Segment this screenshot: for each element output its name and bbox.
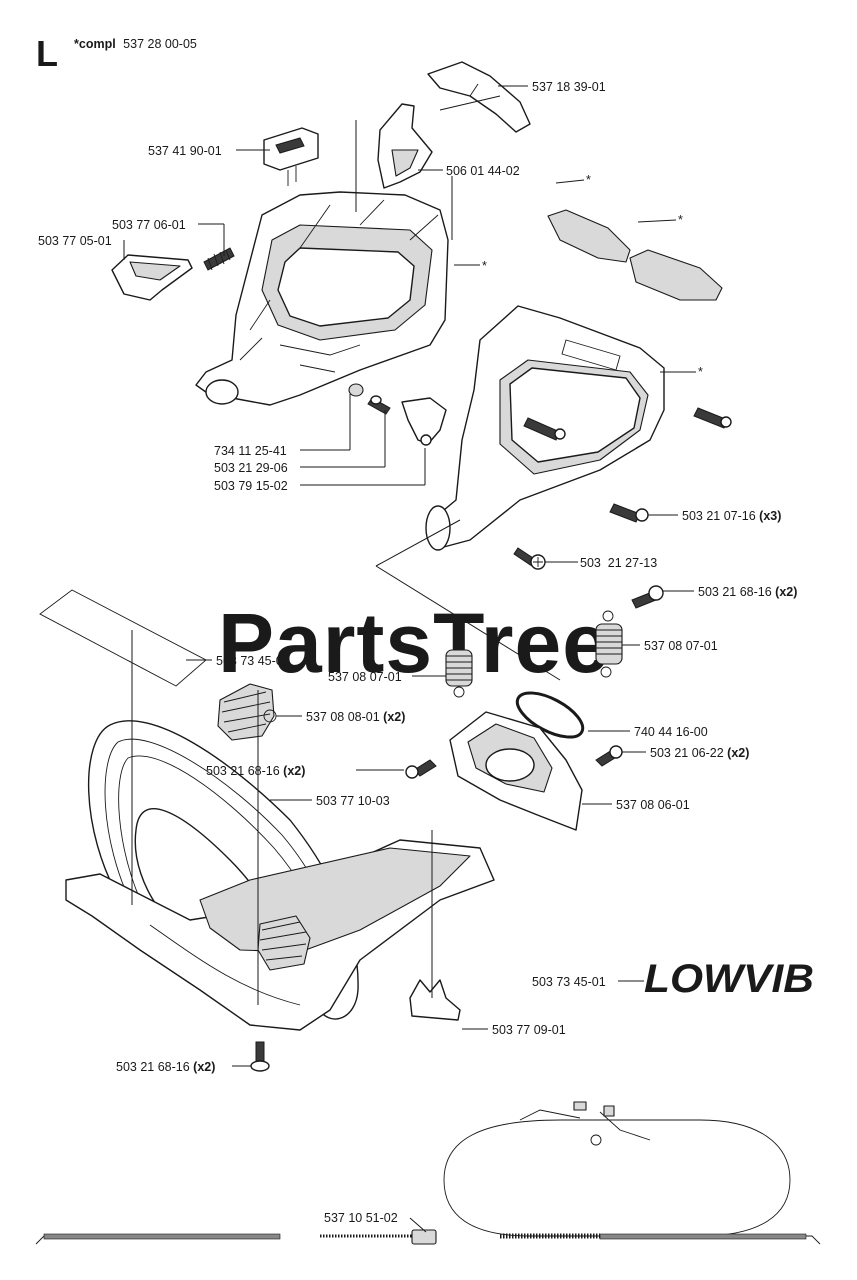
o-ring-740-44-16-00 — [515, 691, 585, 739]
screw-housing-left — [523, 417, 566, 441]
wire-harness-537-10-51-02 — [35, 1101, 821, 1245]
switch-part — [263, 127, 319, 186]
label-503-21-29-06: 503 21 29-06 — [214, 461, 288, 475]
screw-503-21-68-16-bottom — [250, 1041, 270, 1072]
label-503-21-06-22: 503 21 06-22 (x2) — [650, 746, 749, 760]
bracket-503-79-15-02 — [401, 397, 447, 446]
part-labels: 537 18 39-01 537 41 90-01 506 01 44-02 5… — [38, 80, 797, 1225]
watermark: PartsTree — [218, 596, 610, 690]
screw-503-21-68-16-top — [631, 585, 664, 609]
grip-cover-upper — [547, 209, 631, 263]
label-506-01-44-02: 506 01 44-02 — [446, 164, 520, 178]
spring-537-08-07-01-right — [595, 610, 623, 678]
trigger-part — [377, 103, 433, 189]
label-537-08-06-01: 537 08 06-01 — [616, 798, 690, 812]
label-503-77-06-01: 503 77 06-01 — [112, 218, 186, 232]
grip-cover-lower — [629, 249, 723, 301]
compl-prefix: *compl — [74, 37, 116, 51]
label-503-21-68-16-top: 503 21 68-16 (x2) — [698, 585, 797, 599]
screw-503-21-06-22 — [595, 745, 623, 767]
spring-part — [203, 247, 235, 271]
washer-734-11-25-41 — [348, 383, 364, 397]
asterisk-grip-lower: * — [678, 213, 683, 227]
hook-503-77-09-01 — [409, 979, 461, 1021]
svg-text:LOWVIB: LOWVIB — [644, 957, 814, 1001]
label-537-10-51-02: 537 10 51-02 — [324, 1211, 398, 1225]
label-503-73-45-01-bottom: 503 73 45-01 — [532, 975, 606, 989]
lowvib-logo: LOWVIB — [644, 957, 814, 1001]
screw-503-21-68-16-mid — [405, 759, 437, 779]
throttle-lockout-part — [427, 61, 531, 133]
compl-label: *compl 537 28 00-05 — [74, 37, 197, 51]
spring-537-08-07-01-left — [445, 636, 473, 698]
decal-503-73-45-01 — [39, 589, 207, 687]
label-537-08-08-01: 537 08 08-01 (x2) — [306, 710, 405, 724]
label-503-73-45-01-top: 503 73 45-01 — [216, 654, 290, 668]
screw-housing-right — [693, 407, 732, 429]
lockout-part — [111, 254, 193, 301]
rear-handle-housing — [195, 191, 449, 406]
screw-503-21-27-13 — [513, 547, 546, 570]
label-503-77-09-01: 503 77 09-01 — [492, 1023, 566, 1037]
label-537-08-07-01-right: 537 08 07-01 — [644, 639, 718, 653]
label-503-21-27-13: 503 21 27-13 — [580, 556, 657, 570]
damper-537-08-06-01 — [449, 711, 583, 831]
label-503-79-15-02: 503 79 15-02 — [214, 479, 288, 493]
section-letter: L — [36, 33, 58, 74]
compl-number: 537 28 00-05 — [123, 37, 197, 51]
label-503-77-10-03: 503 77 10-03 — [316, 794, 390, 808]
asterisk-housing-left: * — [482, 259, 487, 273]
label-734-11-25-41: 734 11 25-41 — [214, 444, 287, 458]
asterisk-housing-right: * — [698, 365, 703, 379]
label-503-21-68-16-mid: 503 21 68-16 (x2) — [206, 764, 305, 778]
label-740-44-16-00: 740 44 16-00 — [634, 725, 708, 739]
label-503-21-07-16: 503 21 07-16 (x3) — [682, 509, 781, 523]
leader-lines — [123, 85, 696, 1233]
spring-537-08-08-01 — [217, 683, 277, 741]
screw-503-21-29-06 — [367, 395, 391, 415]
label-537-08-07-01-left: 537 08 07-01 — [328, 670, 402, 684]
label-503-21-68-16-bottom: 503 21 68-16 (x2) — [116, 1060, 215, 1074]
label-503-77-05-01: 503 77 05-01 — [38, 234, 112, 248]
label-537-41-90-01: 537 41 90-01 — [148, 144, 222, 158]
asterisk-grip-upper: * — [586, 173, 591, 187]
label-537-18-39-01: 537 18 39-01 — [532, 80, 606, 94]
screw-503-21-07-16 — [609, 503, 649, 523]
